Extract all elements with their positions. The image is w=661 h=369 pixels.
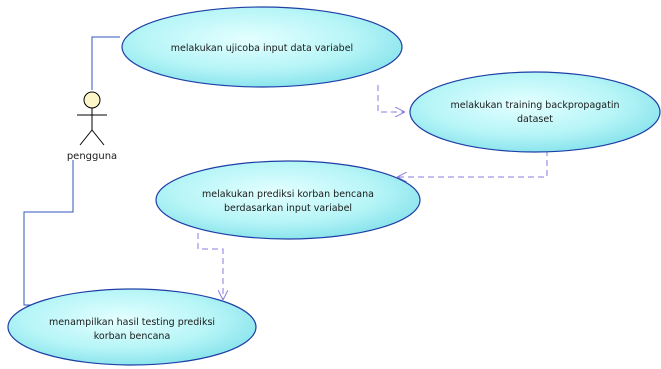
use-case-training-backpropagation[interactable]: melakukan training backpropagatin datase… xyxy=(409,71,661,153)
use-case-ellipse xyxy=(155,160,421,240)
use-case-label-line-1: menampilkan hasil testing prediksi xyxy=(49,317,215,328)
use-case-tampilkan-hasil[interactable]: menampilkan hasil testing prediksi korba… xyxy=(7,288,257,366)
use-case-ellipse xyxy=(121,6,403,88)
use-case-label-line-2: korban bencana xyxy=(94,331,171,342)
use-case-uji-coba-input[interactable]: melakukan ujicoba input data variabel xyxy=(121,6,403,88)
association-actor-uc4[interactable] xyxy=(23,160,74,306)
association-actor-uc1[interactable] xyxy=(91,36,120,90)
use-case-ellipse xyxy=(7,288,257,366)
dependency-uc1-to-uc2[interactable] xyxy=(377,85,405,112)
actor-left-leg xyxy=(79,129,93,146)
use-case-label-line-2: dataset xyxy=(517,114,553,125)
use-case-ellipse xyxy=(409,71,661,153)
dependency-uc2-to-uc3[interactable] xyxy=(397,150,548,177)
use-case-label-line-1: melakukan prediksi korban bencana xyxy=(202,189,374,200)
actor-pengguna[interactable]: pengguna xyxy=(67,91,117,162)
use-case-label: melakukan ujicoba input data variabel xyxy=(171,43,353,54)
dependency-uc3-to-uc4[interactable] xyxy=(197,233,223,300)
actor-head-icon xyxy=(83,91,101,109)
use-case-prediksi-korban[interactable]: melakukan prediksi korban bencana berdas… xyxy=(155,160,421,240)
association-lines xyxy=(23,36,120,306)
use-case-label-line-2: berdasarkan input variabel xyxy=(224,203,352,214)
use-case-label-line-1: melakukan training backpropagatin xyxy=(450,100,619,111)
actor-label: pengguna xyxy=(67,151,117,162)
dependency-lines xyxy=(197,85,548,300)
actor-right-leg xyxy=(91,129,105,146)
